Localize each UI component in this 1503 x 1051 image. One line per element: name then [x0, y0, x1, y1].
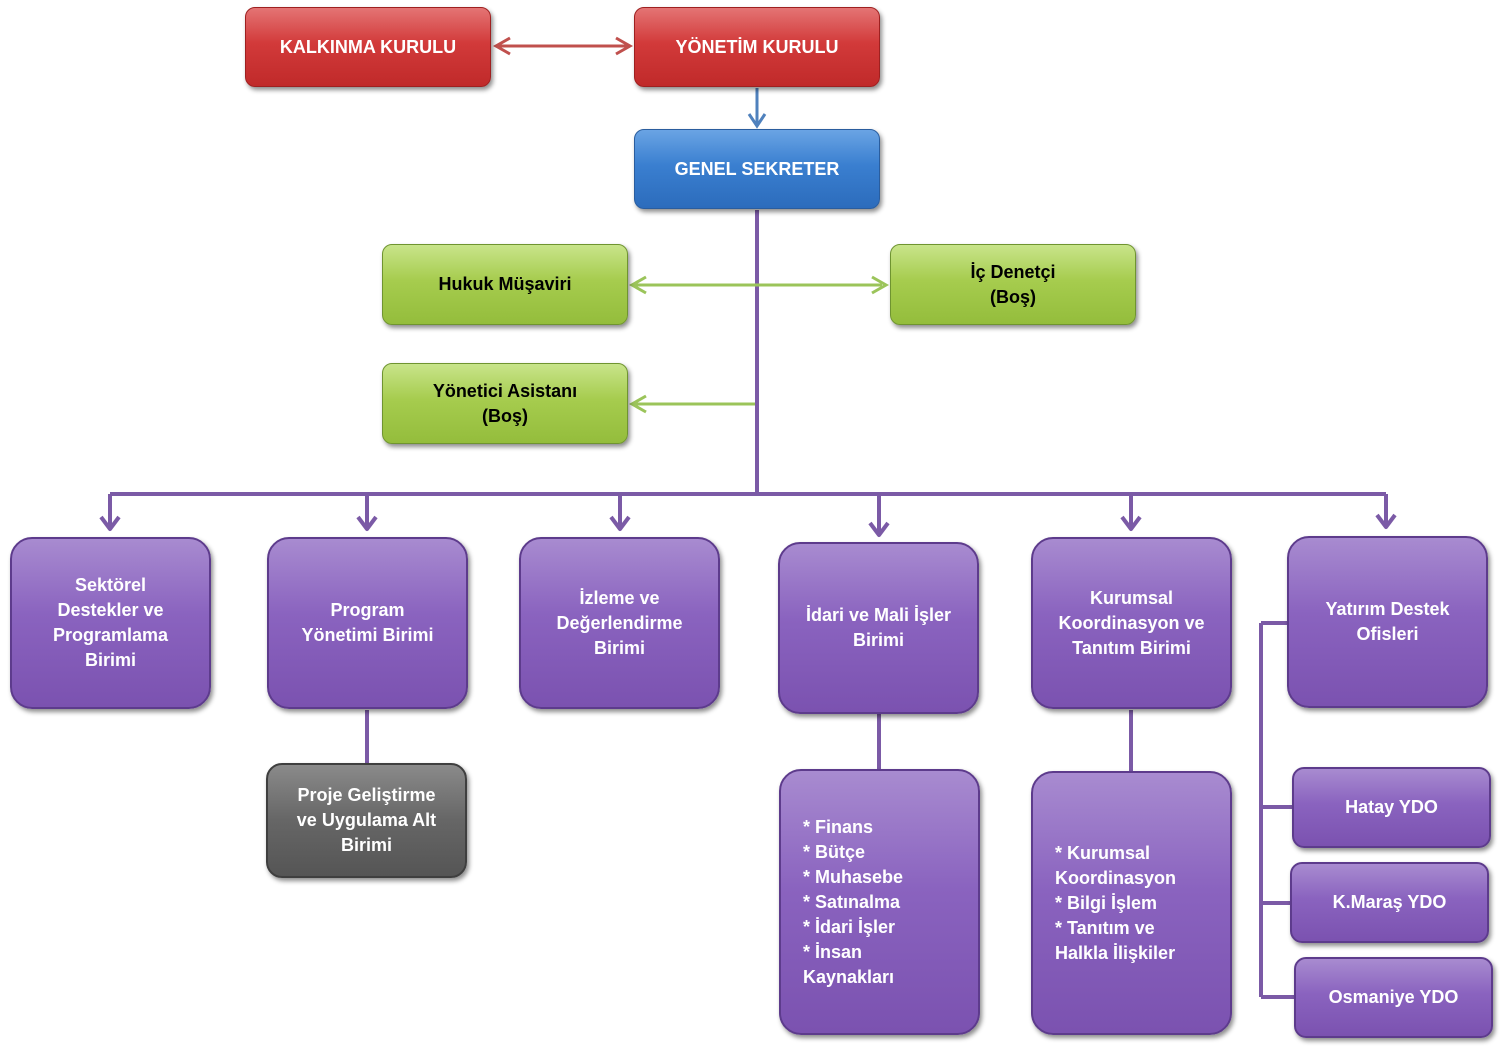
osmaniye-ydo-label: Osmaniye YDO: [1328, 987, 1459, 1007]
kmaras-ydo-box: K.Maraş YDO: [1290, 862, 1489, 943]
proje-gelistirme-subunit: Proje Geliştirme ve Uygulama Alt Birimi: [266, 763, 467, 878]
ic-denetci-label: İç Denetçi (Boş): [970, 261, 1056, 307]
kurumsal-koordinasyon-list-box: * Kurumsal Koordinasyon * Bilgi İşlem * …: [1031, 771, 1232, 1035]
board-link-arrow: [492, 36, 634, 56]
kurumsal-koordinasyon-list: * Kurumsal Koordinasyon * Bilgi İşlem * …: [1055, 842, 1177, 963]
ydo-bracket: [1259, 621, 1294, 999]
yonetim-kurulu-box: YÖNETİM KURULU: [634, 7, 880, 87]
idari-mali-isler-label: İdari ve Mali İşler Birimi: [805, 605, 952, 650]
kurumsal-koordinasyon-label: Kurumsal Koordinasyon ve Tanıtım Birimi: [1058, 587, 1205, 658]
yonetici-asistani-box: Yönetici Asistanı (Boş): [382, 363, 628, 444]
kalkinma-kurulu-box: KALKINMA KURULU: [245, 7, 491, 87]
genel-sekreter-box: GENEL SEKRETER: [634, 129, 880, 209]
program-yonetimi-unit: Program Yönetimi Birimi: [267, 537, 468, 709]
ic-denetci-box: İç Denetçi (Boş): [890, 244, 1136, 325]
kmaras-ydo-label: K.Maraş YDO: [1332, 892, 1447, 912]
hukuk-musaviri-box: Hukuk Müşaviri: [382, 244, 628, 325]
hatay-ydo-label: Hatay YDO: [1345, 797, 1438, 817]
genel-sekreter-label: GENEL SEKRETER: [674, 158, 840, 179]
izleme-degerlendirme-unit: İzleme ve Değerlendirme Birimi: [519, 537, 720, 709]
yonetici-asistani-label: Yönetici Asistanı (Boş): [432, 380, 578, 426]
sektorel-destekler-label: Sektörel Destekler ve Programlama Birimi: [52, 575, 169, 670]
izleme-degerlendirme-label: İzleme ve Değerlendirme Birimi: [556, 587, 683, 658]
board-to-secretary-arrow: [747, 88, 767, 129]
sektorel-destekler-unit: Sektörel Destekler ve Programlama Birimi: [10, 537, 211, 709]
yonetim-kurulu-label: YÖNETİM KURULU: [675, 36, 839, 57]
kurumsal-koordinasyon-unit: Kurumsal Koordinasyon ve Tanıtım Birimi: [1031, 537, 1232, 709]
yatirim-destek-ofisleri-label: Yatırım Destek Ofisleri: [1325, 599, 1450, 644]
hukuk-musaviri-label: Hukuk Müşaviri: [438, 274, 572, 294]
advisor-arrows: [628, 275, 890, 414]
subunit-connectors: [365, 710, 1133, 772]
idari-mali-isler-list-box: * Finans * Bütçe * Muhasebe * Satınalma …: [779, 769, 980, 1035]
idari-mali-isler-list: * Finans * Bütçe * Muhasebe * Satınalma …: [803, 816, 904, 987]
proje-gelistirme-label: Proje Geliştirme ve Uygulama Alt Birimi: [296, 785, 437, 855]
unit-distribution: [99, 492, 1397, 537]
idari-mali-isler-unit: İdari ve Mali İşler Birimi: [778, 542, 979, 714]
osmaniye-ydo-box: Osmaniye YDO: [1294, 957, 1493, 1038]
kalkinma-kurulu-label: KALKINMA KURULU: [279, 36, 457, 57]
yatirim-destek-ofisleri-unit: Yatırım Destek Ofisleri: [1287, 536, 1488, 708]
program-yonetimi-label: Program Yönetimi Birimi: [301, 600, 434, 645]
hatay-ydo-box: Hatay YDO: [1292, 767, 1491, 848]
